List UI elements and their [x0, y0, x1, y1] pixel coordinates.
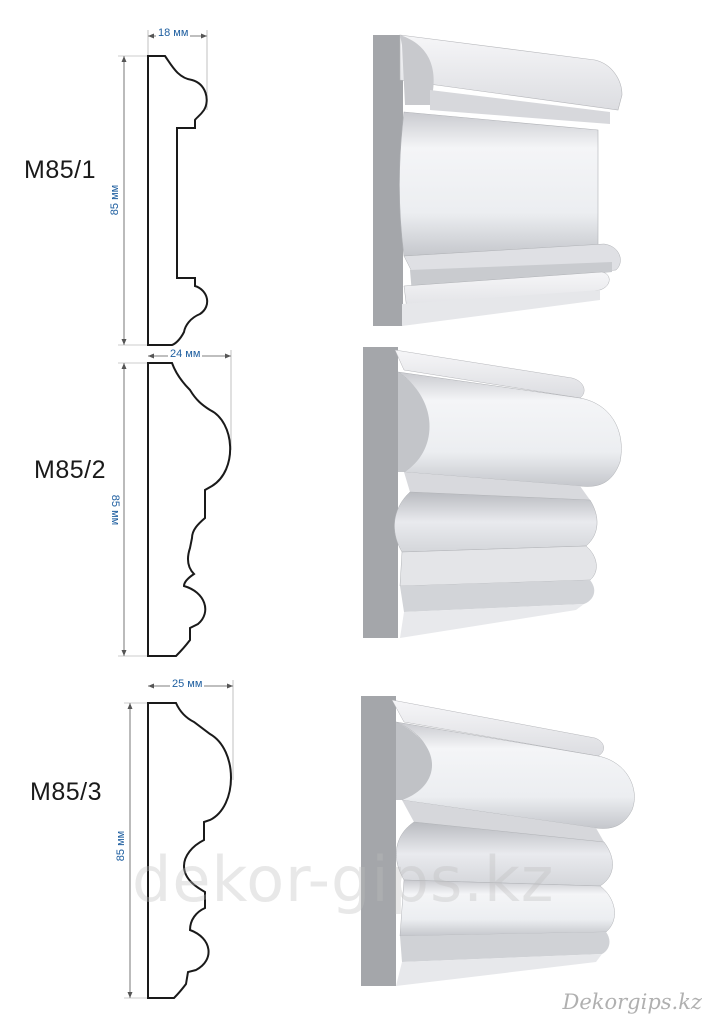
profile-m85-3-section [124, 680, 234, 999]
height-dimension-m85-2: 85 мм [109, 492, 122, 528]
width-dimension-m85-2: 24 мм [168, 348, 203, 360]
profile-m85-1-render [373, 34, 623, 326]
profile-m85-3-render [361, 696, 635, 986]
height-dimension-m85-3: 85 мм [115, 828, 128, 864]
signature-logo: Dekorgips.kz [562, 990, 702, 1014]
model-label-m85-3: M85/3 [30, 778, 102, 806]
height-dimension-m85-1: 85 мм [109, 182, 122, 218]
model-label-m85-2: M85/2 [34, 456, 106, 484]
profile-m85-2-section [118, 350, 232, 657]
width-dimension-m85-1: 18 мм [156, 27, 191, 39]
profile-m85-1-section [118, 30, 209, 346]
width-dimension-m85-3: 25 мм [170, 678, 205, 690]
model-label-m85-1: M85/1 [24, 156, 96, 184]
profile-m85-2-render [363, 347, 622, 638]
